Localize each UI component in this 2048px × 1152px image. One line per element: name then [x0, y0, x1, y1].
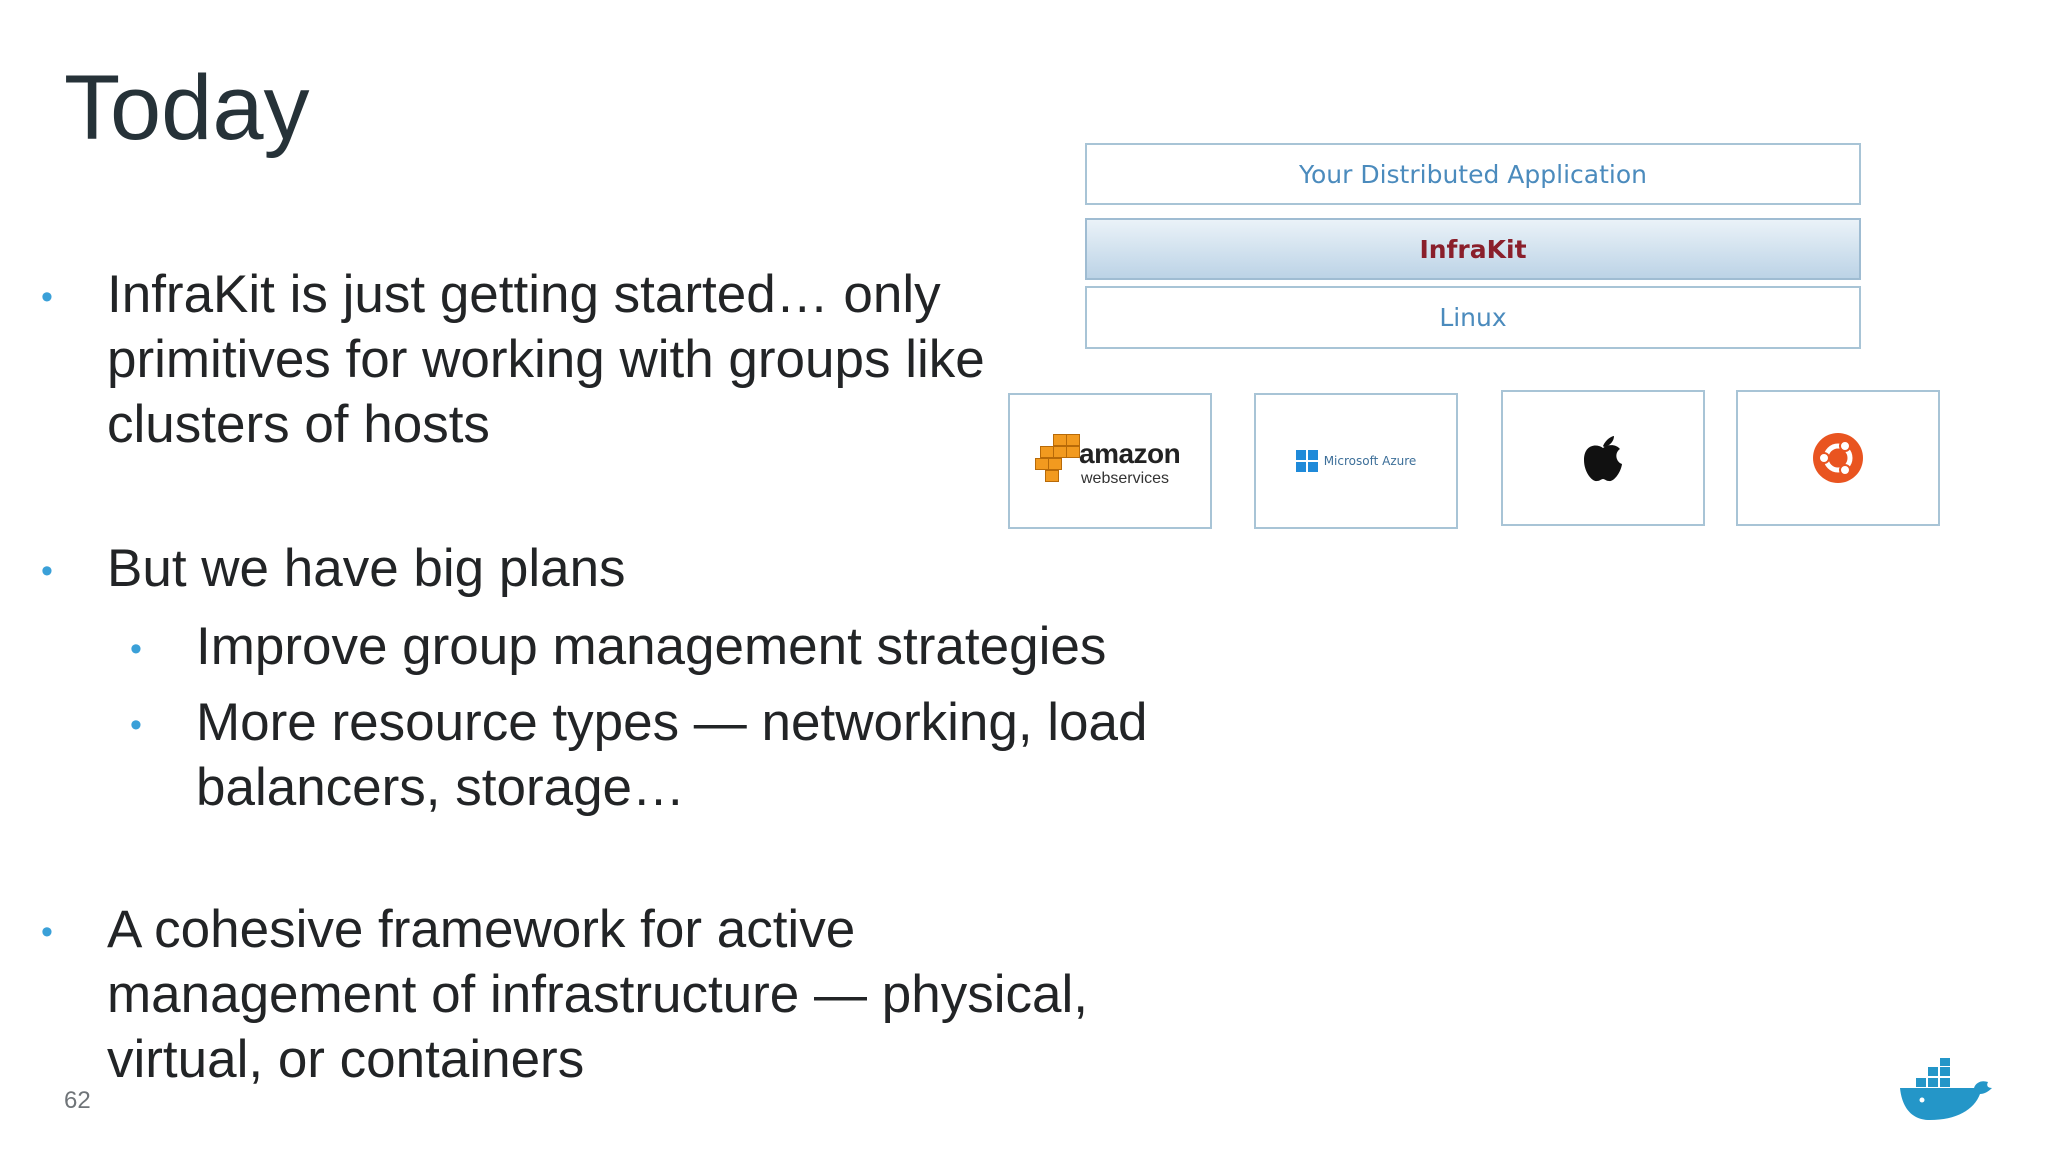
platform-aws: amazon webservices — [1008, 393, 1212, 529]
platform-ubuntu — [1736, 390, 1940, 526]
platform-apple — [1501, 390, 1705, 526]
sub-bullet-text: More resource types — networking, load b… — [196, 693, 1148, 817]
azure-logo: Microsoft Azure — [1295, 450, 1417, 472]
layer-infrakit: InfraKit — [1085, 218, 1861, 280]
docker-whale-icon — [1900, 1058, 1992, 1120]
aws-subtitle: webservices — [1081, 470, 1170, 487]
azure-label: Microsoft Azure — [1323, 454, 1417, 468]
aws-logo: amazon webservices — [1035, 426, 1185, 496]
bullet-dot: • — [130, 630, 142, 668]
platform-azure: Microsoft Azure — [1254, 393, 1458, 529]
sub-bullet-item: • More resource types — networking, load… — [130, 690, 1148, 820]
bullet-dot: • — [41, 278, 53, 316]
bullet-item: • InfraKit is just getting started… only… — [41, 262, 985, 457]
aws-cubes-icon — [1035, 432, 1081, 488]
bullet-text: InfraKit is just getting started… only p… — [107, 265, 985, 454]
bullet-item: • A cohesive framework for active manage… — [41, 897, 1088, 1092]
layer-linux: Linux — [1085, 286, 1861, 349]
aws-wordmark: amazon — [1079, 438, 1181, 469]
apple-logo-icon — [1584, 436, 1622, 482]
windows-logo-icon — [1295, 450, 1318, 472]
slide-title: Today — [64, 57, 310, 159]
bullet-dot: • — [41, 552, 53, 590]
sub-bullet-text: Improve group management strategies — [196, 617, 1107, 676]
bullet-text: A cohesive framework for active manageme… — [107, 900, 1088, 1089]
ubuntu-logo-icon — [1813, 433, 1863, 483]
bullet-dot: • — [130, 706, 142, 744]
bullet-list: • InfraKit is just getting started… only… — [41, 262, 1148, 1092]
sub-bullet-item: • Improve group management strategies — [130, 614, 1107, 679]
bullet-item: • But we have big plans — [41, 536, 626, 601]
bullet-text: But we have big plans — [107, 539, 626, 598]
page-number: 62 — [64, 1087, 91, 1114]
bullet-dot: • — [41, 913, 53, 951]
layer-distributed-application: Your Distributed Application — [1085, 143, 1861, 205]
